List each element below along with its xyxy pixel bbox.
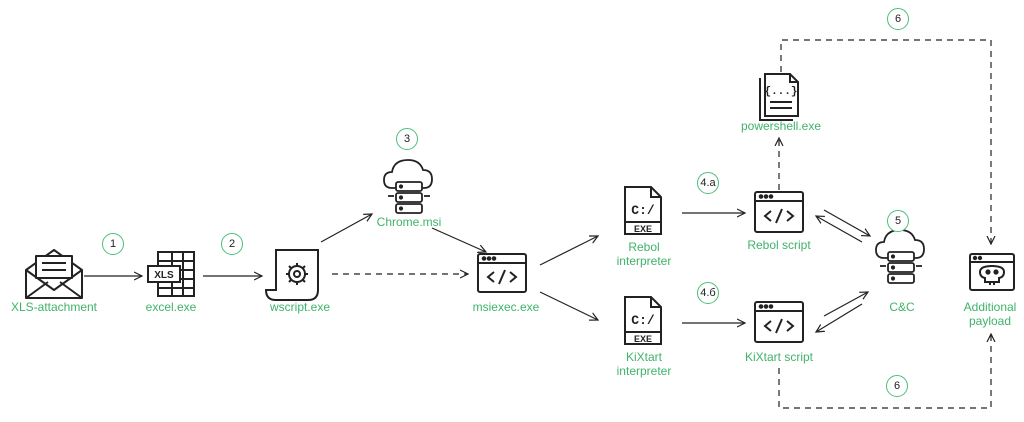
exe-file-icon — [624, 296, 662, 345]
arrow-msiexec-to-rebol-interpreter — [539, 236, 598, 266]
rebol-script-label: Rebol script — [747, 238, 811, 252]
code-window-icon — [477, 253, 527, 293]
cloud-server-icon — [875, 229, 925, 284]
kixtart-interpreter-label: KiXtart interpreter — [616, 350, 672, 378]
kixtart-script-label: KiXtart script — [744, 350, 813, 364]
exe-glyph-rebol: C:/ — [631, 203, 655, 218]
arrow-cnc-to-kixtart-script — [816, 303, 863, 332]
step-3-marker: 3 — [396, 128, 418, 150]
arrow-wscript-to-chrome — [320, 214, 372, 243]
xls-attachment-label: XLS-attachment — [10, 300, 98, 314]
additional-payload-label: Additional payload — [963, 300, 1017, 328]
cnc-label: C&C — [889, 300, 915, 314]
exe-glyph-kixtart: C:/ — [631, 313, 655, 328]
cloud-server-icon — [383, 159, 433, 214]
arrow-top-to-payload-dashed — [780, 39, 991, 244]
step-2-marker: 2 — [221, 233, 243, 255]
skull-window-icon — [969, 253, 1015, 291]
arrow-rebol-script-to-cnc — [823, 209, 870, 236]
code-window-icon — [754, 191, 804, 233]
document-braces-icon — [759, 73, 799, 121]
exe-badge-kixtart: EXE — [634, 334, 652, 344]
script-scroll-icon — [264, 249, 319, 301]
code-window-icon — [754, 301, 804, 343]
powershell-glyph: {...} — [764, 86, 797, 98]
arrow-cnc-to-rebol-script — [816, 216, 863, 243]
powershell-label: powershell.exe — [740, 119, 822, 133]
step-1-marker: 1 — [102, 233, 124, 255]
msiexec-label: msiexec.exe — [472, 300, 540, 314]
exe-badge-rebol: EXE — [634, 224, 652, 234]
chrome-msi-label: Chrome.msi — [376, 215, 442, 229]
exe-file-icon — [624, 186, 662, 235]
step-5-marker: 5 — [887, 210, 909, 232]
wscript-label: wscript.exe — [269, 300, 331, 314]
spreadsheet-icon — [147, 251, 195, 297]
excel-label: excel.exe — [145, 300, 197, 314]
arrow-bottom-to-payload-dashed — [778, 334, 991, 409]
step-6-bottom-marker: 6 — [886, 375, 908, 397]
arrow-kixtart-script-to-cnc — [823, 292, 868, 317]
arrows — [84, 39, 991, 409]
step-4a-marker: 4.a — [697, 172, 719, 194]
rebol-interpreter-label: Rebol interpreter — [616, 240, 672, 268]
step-4b-marker: 4.б — [697, 282, 719, 304]
arrow-chrome-to-msiexec — [431, 227, 486, 252]
spreadsheet-badge-text: XLS — [154, 270, 174, 281]
arrow-msiexec-to-kixtart-interpreter — [539, 291, 598, 320]
envelope-icon — [25, 249, 83, 299]
step-6-top-marker: 6 — [887, 8, 909, 30]
